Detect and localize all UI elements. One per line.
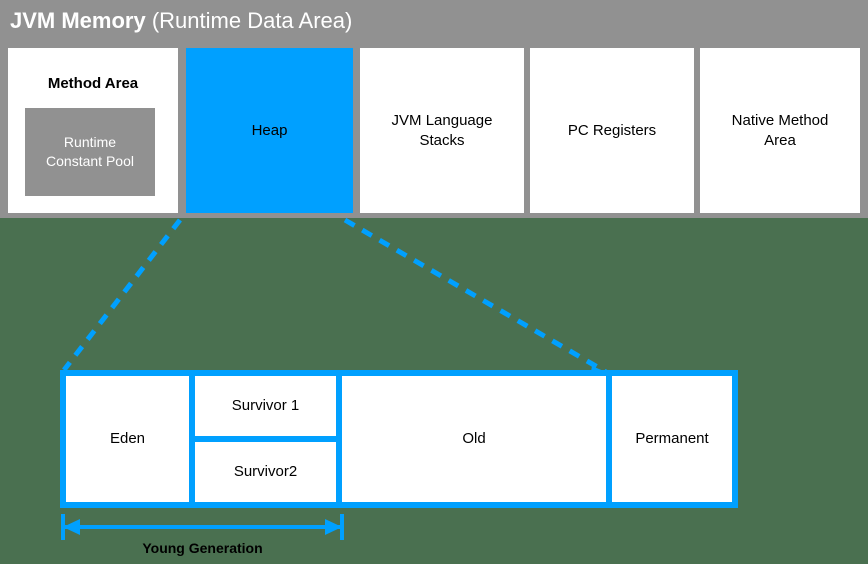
memory-region-pc-registers[interactable]: PC Registers: [530, 48, 694, 213]
permanent-label: Permanent: [635, 430, 709, 447]
young-generation-measure: Young Generation: [60, 512, 345, 564]
survivor-1-label: Survivor 1: [231, 397, 300, 414]
measure-arrowhead-right: [325, 519, 342, 535]
young-generation-label: Young Generation: [142, 540, 263, 556]
heap-label: Heap: [251, 121, 288, 139]
heap-generation-eden[interactable]: Eden: [66, 376, 189, 502]
memory-region-heap[interactable]: Heap: [186, 48, 353, 213]
pc-registers-label: PC Registers: [567, 121, 657, 139]
survivor-2-label: Survivor2: [233, 463, 298, 480]
eden-label: Eden: [109, 430, 146, 447]
page-title-light: (Runtime Data Area): [145, 8, 353, 33]
heap-generation-permanent[interactable]: Permanent: [612, 376, 732, 502]
heap-generation-survivor-1[interactable]: Survivor 1: [195, 376, 336, 436]
page-title: JVM Memory (Runtime Data Area): [10, 7, 352, 35]
heap-generation-old[interactable]: Old: [342, 376, 606, 502]
runtime-data-area-panel: JVM Memory (Runtime Data Area) Method Ar…: [0, 0, 868, 218]
old-label: Old: [462, 430, 486, 447]
heap-generations-diagram: Eden Survivor 1 Survivor2 Old Permanent: [60, 370, 738, 508]
connector-line-left: [62, 218, 182, 372]
young-generation-arrow: [61, 514, 344, 540]
method-area-label: Method Area: [47, 75, 139, 92]
heap-generation-survivor-2[interactable]: Survivor2: [195, 442, 336, 502]
page-title-strong: JVM Memory: [10, 8, 146, 33]
measure-arrowhead-left: [63, 519, 80, 535]
connector-line-right: [343, 217, 608, 375]
